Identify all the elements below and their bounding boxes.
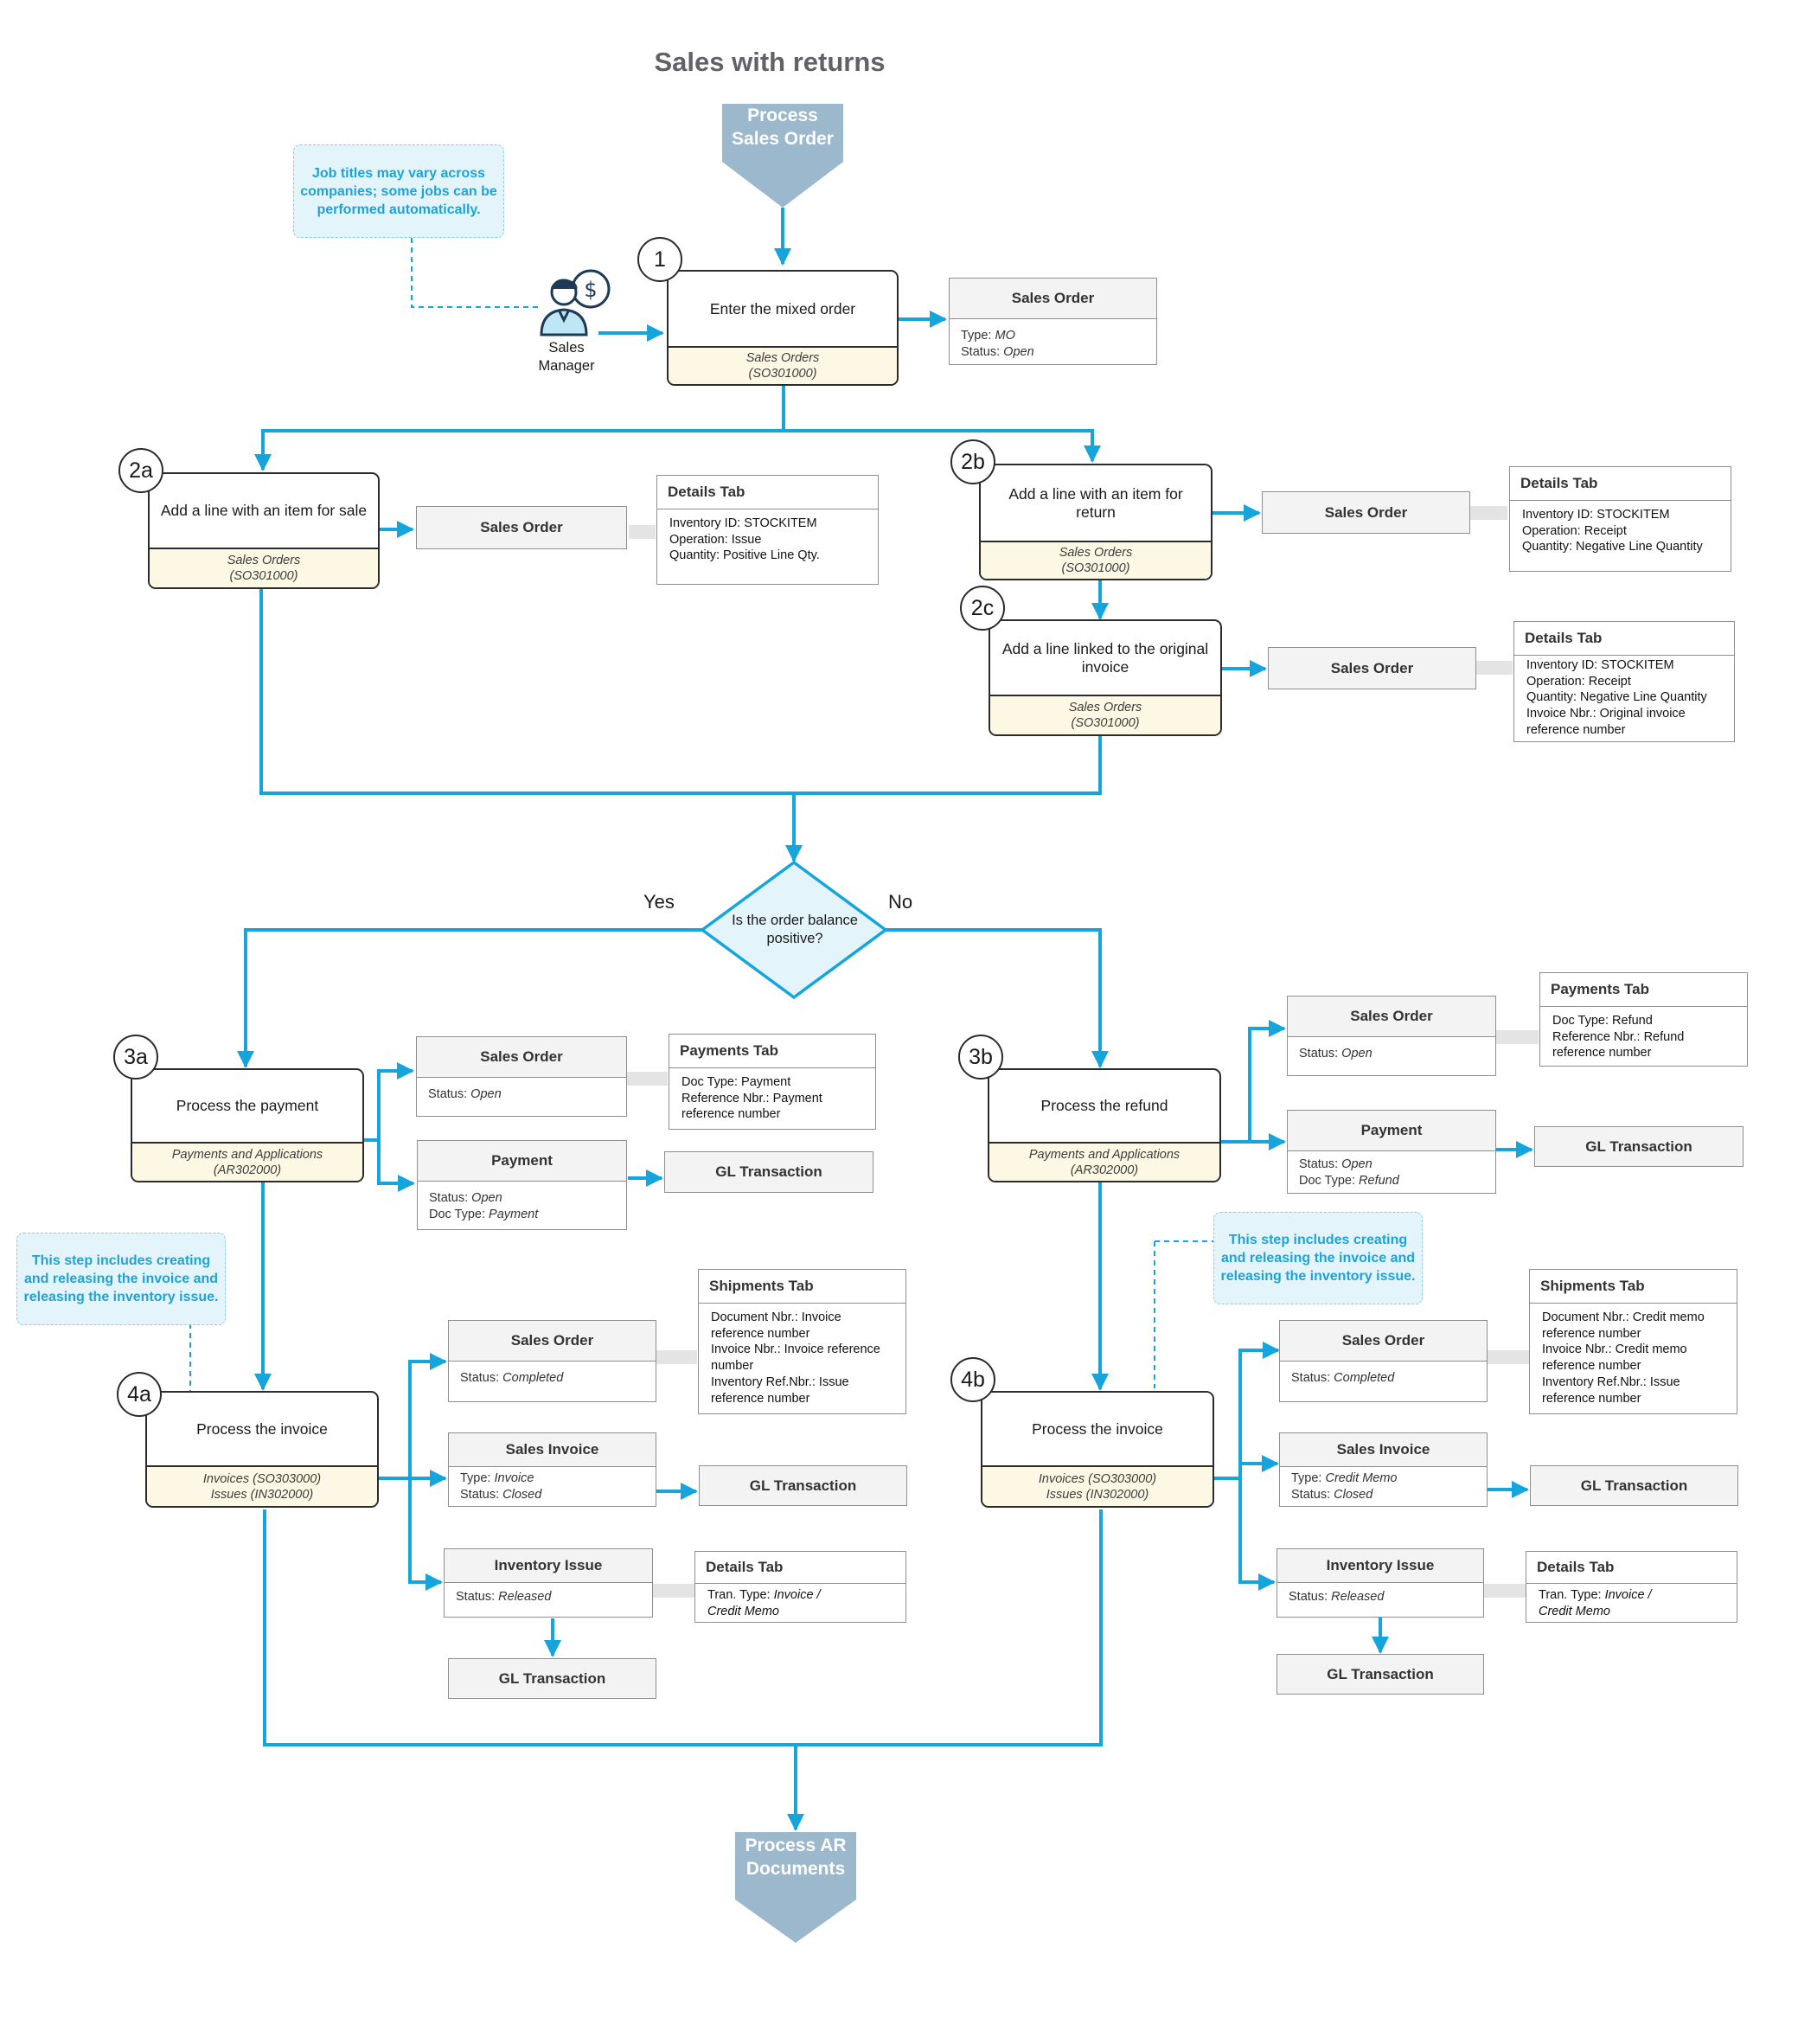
doc-gl-transaction-4b-invoice: GL Transaction [1530,1465,1738,1506]
doc-sales-order-2a: Sales Order [416,506,627,549]
job-titles-note: Job titles may vary across companies; so… [293,144,504,238]
details-tab-4b: Details Tab Tran. Type: Invoice /Credit … [1526,1551,1737,1623]
step-4b-box: Process the invoice Invoices (SO303000)I… [981,1391,1214,1508]
doc-inventory-issue-4a: Inventory Issue Status: Released [444,1548,653,1618]
decision-yes-label: Yes [643,891,675,913]
end-process-shape [735,1832,856,1943]
step-2b-box: Add a line with an item for return Sales… [979,464,1213,580]
step-3a-box: Process the payment Payments and Applica… [131,1068,364,1182]
start-process-shape [722,104,843,208]
doc-gl-transaction-4b-issue: GL Transaction [1277,1654,1484,1695]
sales-manager-person-icon: $ [540,269,611,336]
step-4b-number: 4b [950,1357,995,1402]
step-3a-number: 3a [113,1035,158,1080]
details-tab-4a: Details Tab Tran. Type: Invoice /Credit … [694,1551,906,1623]
decision-question: Is the order balance positive? [732,913,858,946]
doc-gl-transaction-3a: GL Transaction [664,1151,873,1193]
doc-gl-transaction-4a-issue: GL Transaction [448,1658,656,1699]
step-4b-note: This step includes creating and releasin… [1213,1212,1423,1304]
step-3b-box: Process the refund Payments and Applicat… [988,1068,1221,1182]
doc-sales-order-4a: Sales Order Status: Completed [448,1320,656,1402]
doc-sales-order-3b: Sales Order Status: Open [1287,996,1496,1076]
step-1-box: Enter the mixed order Sales Orders(SO301… [667,270,899,386]
decision-no-label: No [888,891,913,913]
page-title: Sales with returns [654,47,886,77]
step-2a-box: Add a line with an item for sale Sales O… [148,472,380,589]
shipments-tab-4b: Shipments Tab Document Nbr.: Credit memo… [1529,1269,1737,1414]
step-3b-number: 3b [958,1035,1003,1080]
step-2c-number: 2c [960,586,1005,631]
doc-gl-transaction-4a-invoice: GL Transaction [699,1465,907,1506]
step-2b-number: 2b [950,439,995,484]
doc-sales-order-2c: Sales Order [1268,647,1476,689]
decision-diamond [700,860,888,1000]
doc-sales-order-4b: Sales Order Status: Completed [1279,1320,1488,1402]
step-4a-note: This step includes creating and releasin… [16,1233,226,1325]
step-1-number: 1 [637,237,682,282]
step-4a-number: 4a [117,1372,162,1417]
doc-inventory-issue-4b: Inventory Issue Status: Released [1277,1548,1484,1618]
doc-sales-order-3a: Sales Order Status: Open [416,1036,627,1117]
doc-sales-order-2b: Sales Order [1262,491,1470,534]
step-4a-box: Process the invoice Invoices (SO303000)I… [145,1391,379,1508]
svg-text:$: $ [584,278,597,302]
doc-gl-transaction-3b: GL Transaction [1534,1126,1744,1167]
step-2c-box: Add a line linked to the original invoic… [989,619,1222,736]
step-2a-number: 2a [118,448,163,493]
